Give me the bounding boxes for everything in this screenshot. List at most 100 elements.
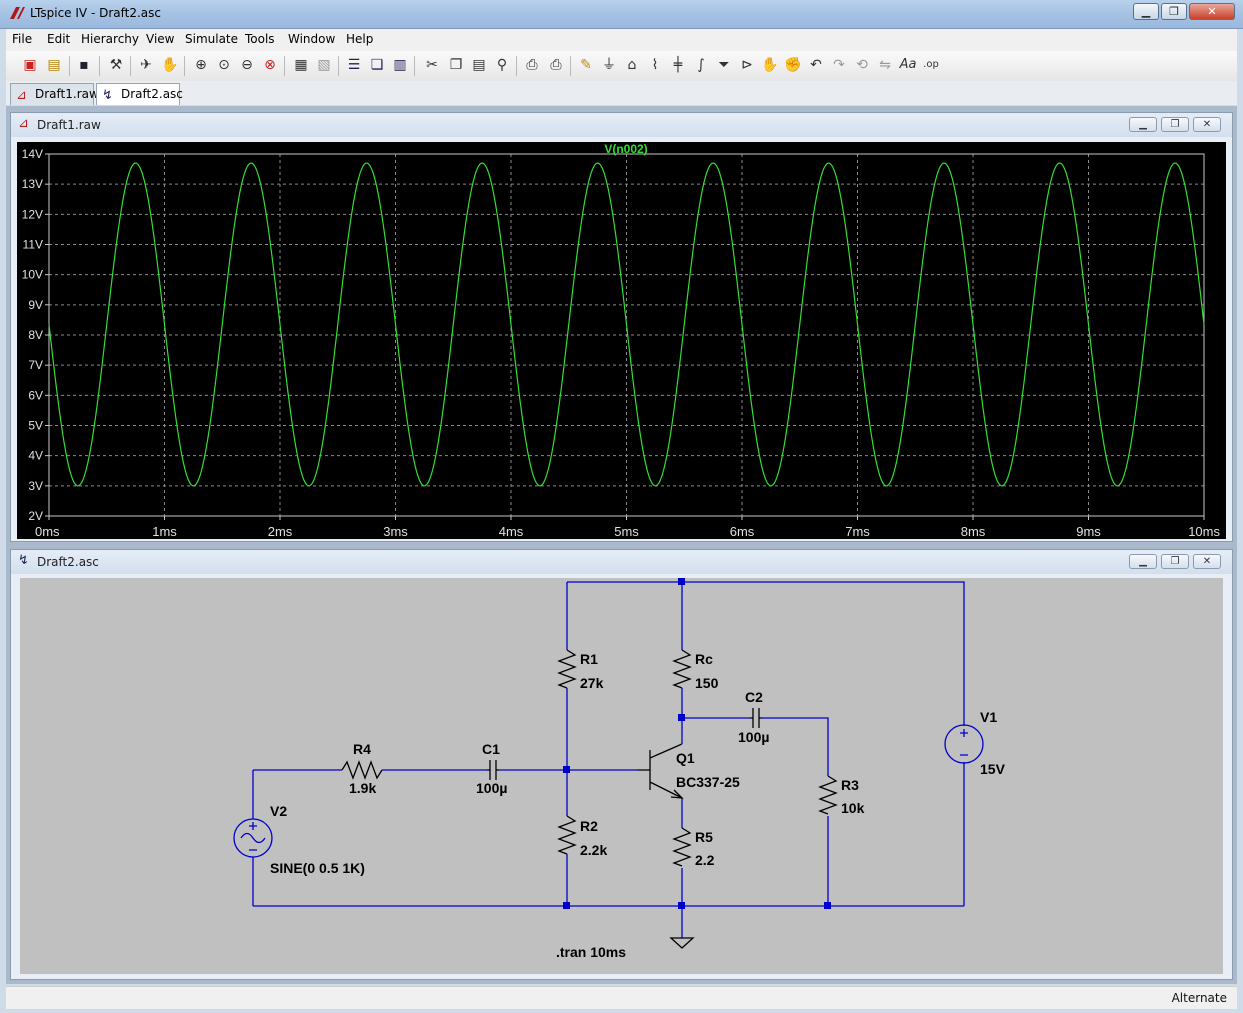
- menu-window[interactable]: Window: [288, 32, 336, 46]
- open-icon[interactable]: ▤: [47, 57, 61, 73]
- run-icon[interactable]: ✈: [140, 57, 152, 73]
- drag-icon[interactable]: ✊: [784, 57, 802, 73]
- halt-icon[interactable]: ✋: [161, 57, 179, 73]
- c1-ref[interactable]: C1: [482, 741, 500, 757]
- tab-draft1-raw[interactable]: ⊿ Draft1.raw: [10, 83, 99, 105]
- waveform-icon: ⊿: [18, 116, 29, 131]
- menu-file[interactable]: File: [12, 32, 33, 46]
- zoom-in-icon[interactable]: ⊕: [195, 57, 207, 73]
- redo-icon[interactable]: ↷: [833, 57, 845, 73]
- v2-value[interactable]: SINE(0 0.5 1K): [270, 860, 365, 876]
- print-preview-icon[interactable]: ⎙: [526, 57, 538, 73]
- transistor-q1[interactable]: [637, 743, 684, 799]
- zoom-out-icon[interactable]: ⊖: [241, 57, 253, 73]
- x-tick-label: 7ms: [845, 524, 870, 539]
- tile-vertical-icon[interactable]: ▥: [393, 57, 407, 73]
- resistor-r1[interactable]: [557, 649, 577, 689]
- tile-horizontal-icon[interactable]: ☰: [347, 57, 361, 73]
- resistor-icon[interactable]: ⌇: [651, 57, 659, 73]
- r2-ref[interactable]: R2: [580, 818, 598, 834]
- copy-icon[interactable]: ❐: [449, 57, 463, 73]
- schematic-maximize-button[interactable]: ❐: [1161, 554, 1189, 569]
- grid-icon[interactable]: ▧: [317, 57, 331, 73]
- v1-ref[interactable]: V1: [980, 709, 997, 725]
- diode-icon[interactable]: ⏷: [718, 57, 730, 73]
- schematic-close-button[interactable]: ✕: [1193, 554, 1221, 569]
- rc-value[interactable]: 150: [695, 675, 719, 691]
- resistor-r4[interactable]: [341, 760, 383, 780]
- waveform-close-button[interactable]: ✕: [1193, 117, 1221, 132]
- text-icon[interactable]: Aa: [899, 57, 917, 72]
- ground-icon[interactable]: ⏚: [602, 57, 616, 73]
- c1-value[interactable]: 100µ: [476, 780, 507, 796]
- schematic-minimize-button[interactable]: ▁: [1129, 554, 1157, 569]
- menu-view[interactable]: View: [146, 32, 175, 46]
- mirror-icon[interactable]: ⇋: [879, 57, 891, 73]
- rc-ref[interactable]: Rc: [695, 651, 713, 667]
- r3-value[interactable]: 10k: [841, 800, 865, 816]
- r4-value[interactable]: 1.9k: [349, 780, 376, 796]
- x-tick-label: 3ms: [383, 524, 408, 539]
- resistor-r5[interactable]: [672, 827, 692, 867]
- c2-ref[interactable]: C2: [745, 689, 763, 705]
- capacitor-c1[interactable]: [487, 760, 499, 780]
- zoom-cancel-icon[interactable]: ⊗: [264, 57, 276, 73]
- capacitor-icon[interactable]: ╪: [673, 57, 683, 73]
- label-net-icon[interactable]: ⌂: [627, 57, 637, 73]
- v1-value[interactable]: 15V: [980, 761, 1006, 777]
- new-schematic-icon[interactable]: ▣: [23, 57, 37, 73]
- resistor-r3[interactable]: [818, 775, 838, 815]
- r3-ref[interactable]: R3: [841, 777, 859, 793]
- r2-value[interactable]: 2.2k: [580, 842, 607, 858]
- maximize-button[interactable]: ❐: [1161, 3, 1187, 20]
- ground-symbol[interactable]: [669, 937, 695, 949]
- print-icon[interactable]: ⎙: [550, 57, 562, 73]
- schematic-background: [20, 578, 1223, 974]
- q1-ref[interactable]: Q1: [676, 750, 695, 766]
- v2-ref[interactable]: V2: [270, 803, 287, 819]
- find-icon[interactable]: ⚲: [496, 57, 508, 73]
- undo-icon[interactable]: ↶: [810, 57, 822, 73]
- menu-hierarchy[interactable]: Hierarchy: [81, 32, 140, 46]
- save-icon[interactable]: ▪: [79, 57, 89, 73]
- menu-help[interactable]: Help: [346, 32, 374, 46]
- close-button[interactable]: ✕: [1189, 3, 1235, 20]
- minimize-button[interactable]: ▁: [1133, 3, 1159, 20]
- trace-v-n002[interactable]: [48, 162, 1205, 487]
- r5-ref[interactable]: R5: [695, 829, 713, 845]
- move-icon[interactable]: ✋: [761, 57, 779, 73]
- r1-ref[interactable]: R1: [580, 651, 598, 667]
- trace-label[interactable]: V(n002): [604, 142, 647, 156]
- q1-value[interactable]: BC337-25: [676, 774, 740, 790]
- spice-directive-icon[interactable]: .op: [923, 59, 939, 70]
- r1-value[interactable]: 27k: [580, 675, 604, 691]
- rotate-icon[interactable]: ⟲: [856, 57, 868, 73]
- tab-draft2-asc[interactable]: ↯ Draft2.asc: [96, 83, 183, 105]
- inductor-icon[interactable]: ∫: [697, 57, 705, 73]
- plot-background: [17, 142, 1226, 539]
- r4-ref[interactable]: R4: [353, 741, 371, 757]
- menu-tools[interactable]: Tools: [245, 32, 275, 46]
- schematic-canvas[interactable]: R1 27k Rc 150 C2 100µ R4 1.9k C1 100µ Q1…: [20, 578, 1223, 974]
- waveform-maximize-button[interactable]: ❐: [1161, 117, 1189, 132]
- cascade-icon[interactable]: ❏: [370, 57, 384, 73]
- component-icon[interactable]: ⊳: [741, 57, 753, 73]
- zoom-fit-icon[interactable]: ⊙: [218, 57, 230, 73]
- menu-simulate[interactable]: Simulate: [185, 32, 239, 46]
- r5-value[interactable]: 2.2: [695, 852, 715, 868]
- spice-directive[interactable]: .tran 10ms: [556, 944, 626, 960]
- cut-icon[interactable]: ✂: [426, 57, 438, 73]
- voltage-source-v1[interactable]: [944, 724, 984, 764]
- c2-value[interactable]: 100µ: [738, 729, 769, 745]
- menu-edit[interactable]: Edit: [47, 32, 71, 46]
- paste-icon[interactable]: ▤: [472, 57, 486, 73]
- resistor-r2[interactable]: [557, 815, 577, 855]
- control-panel-icon[interactable]: ⚒: [109, 57, 123, 73]
- resistor-rc[interactable]: [672, 649, 692, 689]
- waveform-minimize-button[interactable]: ▁: [1129, 117, 1157, 132]
- voltage-source-v2[interactable]: [233, 818, 273, 858]
- draw-wire-icon[interactable]: ✎: [580, 57, 592, 73]
- autorange-icon[interactable]: ▦: [294, 57, 308, 73]
- capacitor-c2[interactable]: [750, 708, 762, 728]
